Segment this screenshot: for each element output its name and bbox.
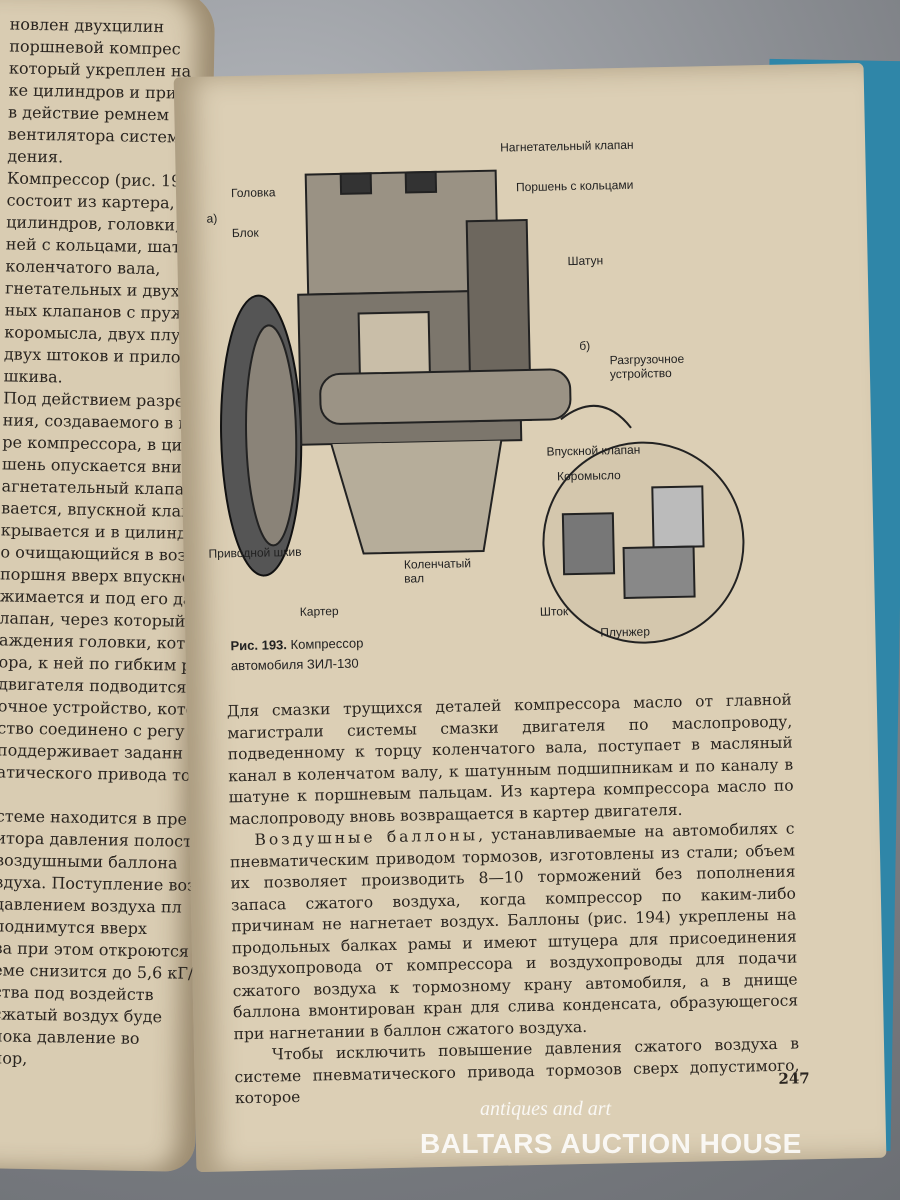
label-nagnet: Нагнетательный клапан xyxy=(500,137,634,155)
label-karter: Картер xyxy=(299,604,339,619)
label-blok: Блок xyxy=(231,225,259,241)
label-shatun: Шатун xyxy=(567,253,604,269)
paragraph-lubrication: Для смазки трущихся деталей компрессора … xyxy=(226,690,794,828)
left-page-line: пор, xyxy=(0,1048,28,1068)
label-b: б) xyxy=(579,338,591,353)
left-page-line: атического привода то xyxy=(0,762,191,785)
body-text: Для смазки трущихся деталей компрессора … xyxy=(227,690,800,1110)
paragraph-air-tanks: Воздушные баллоны, устанавливаемые на ав… xyxy=(229,819,798,1046)
label-razgruz: Разгрузочное устройство xyxy=(609,351,685,382)
figure-caption: Рис. 193. Компрессор автомобиля ЗИЛ-130 xyxy=(230,633,364,676)
watermark-brand: BALTARS AUCTION HOUSE xyxy=(420,1128,802,1159)
term-air-tanks: Воздушные баллоны xyxy=(254,826,479,849)
label-vpusk: Впускной клапан xyxy=(546,442,641,459)
watermark-script: antiques and art xyxy=(480,1098,612,1120)
paragraph-pressure-text: Чтобы исключить повышение давления сжато… xyxy=(234,1034,800,1108)
label-a: а) xyxy=(206,211,218,226)
label-kolenval: Коленчатый вал xyxy=(403,556,472,586)
label-shtok: Шток xyxy=(539,604,569,619)
caption-number: Рис. 193. xyxy=(230,637,288,654)
paragraph-air-tanks-text: , устанавливаемые на автомобилях с пневм… xyxy=(229,819,799,1043)
watermark: antiques and art BALTARS AUCTION HOUSE xyxy=(420,1098,840,1162)
label-plunzher: Плунжер xyxy=(600,624,651,640)
label-koromyslo: Коромысло xyxy=(556,468,621,484)
label-shkiv: Приводной шкив xyxy=(208,544,302,561)
compressor-figure: а) Головка Блок Нагнетательный клапан По… xyxy=(195,125,766,657)
left-page-line: пока давление во xyxy=(0,1026,140,1048)
label-porshen: Поршень с кольцами xyxy=(515,177,634,195)
caption-line2: автомобиля ЗИЛ-130 xyxy=(230,655,359,674)
compressor-drawing xyxy=(220,169,745,644)
page-number: 247 xyxy=(778,1069,810,1088)
label-golovka: Головка xyxy=(230,185,276,201)
caption-line1: Компрессор xyxy=(290,635,364,653)
right-page: а) Головка Блок Нагнетательный клапан По… xyxy=(173,62,887,1173)
